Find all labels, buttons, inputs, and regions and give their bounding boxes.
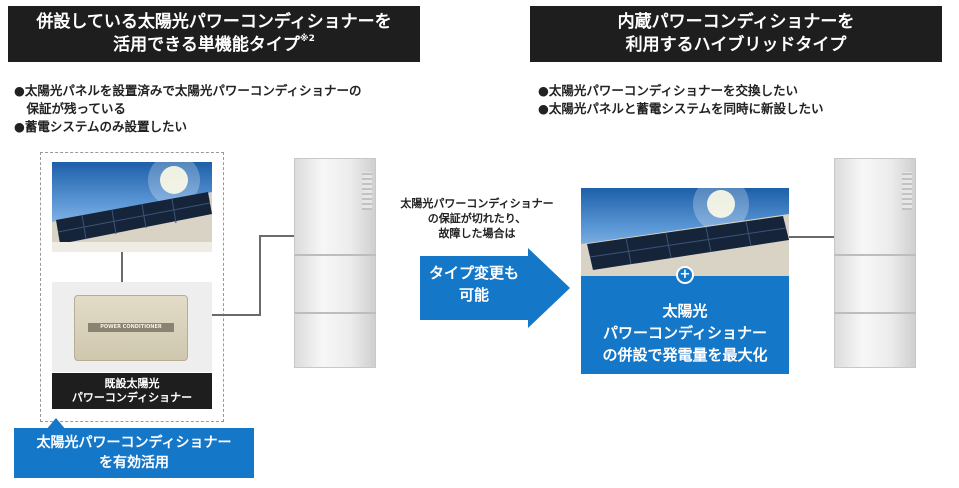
connector-line bbox=[121, 252, 123, 282]
left-bullet: ●太陽光パネルを設置済みで太陽光パワーコンディショナーの bbox=[14, 83, 362, 98]
left-bullet: 保証が残っている bbox=[14, 101, 126, 116]
unit-vent bbox=[902, 172, 912, 210]
benefit-line1: 太陽光 bbox=[662, 302, 708, 320]
solar-panel-photo bbox=[52, 162, 212, 252]
unit-seam bbox=[834, 312, 916, 314]
power-conditioner-unit: POWER CONDITIONER bbox=[74, 295, 188, 361]
right-bullet: ●太陽光パネルと蓄電システムを同時に新設したい bbox=[538, 101, 824, 116]
wiring-line bbox=[212, 235, 308, 316]
existing-pcs-label: 既設太陽光 パワーコンディショナー bbox=[52, 373, 212, 409]
solar-house-illustration bbox=[52, 162, 212, 252]
note-line1: 太陽光パワーコンディショナー bbox=[400, 197, 554, 210]
arrow-text-line2: 可能 bbox=[458, 286, 489, 304]
plus-icon: + bbox=[676, 266, 694, 284]
existing-pcs-label-line2: パワーコンディショナー bbox=[71, 391, 193, 404]
effective-use-callout: 太陽光パワーコンディショナー を有効活用 bbox=[14, 428, 254, 478]
left-header: 併設している太陽光パワーコンディショナーを 活用できる単機能タイプ※2 bbox=[8, 6, 420, 62]
benefit-line2: パワーコンディショナー bbox=[603, 324, 767, 342]
change-condition-note: 太陽光パワーコンディショナー の保証が切れたり、 故障した場合は bbox=[392, 196, 562, 241]
solar-house-illustration bbox=[581, 188, 789, 276]
note-line3: 故障した場合は bbox=[438, 227, 516, 240]
callout-pointer bbox=[46, 418, 66, 430]
note-line2: の保証が切れたり、 bbox=[427, 212, 527, 225]
unit-seam bbox=[294, 312, 376, 314]
connector-line-right bbox=[789, 236, 835, 238]
left-bullet: ●蓄電システムのみ設置したい bbox=[14, 119, 188, 134]
callout-line1: 太陽光パワーコンディショナー bbox=[36, 435, 232, 451]
unit-seam bbox=[294, 254, 376, 256]
benefit-line3: の併設で発電量を最大化 bbox=[602, 346, 768, 364]
right-header-line1: 内蔵パワーコンディショナーを bbox=[617, 12, 855, 32]
right-header-line2: 利用するハイブリッドタイプ bbox=[625, 35, 847, 55]
type-change-arrow bbox=[420, 248, 570, 328]
left-header-line1: 併設している太陽光パワーコンディショナーを bbox=[36, 12, 392, 32]
existing-equipment-group bbox=[40, 152, 224, 422]
right-bullets: ●太陽光パワーコンディショナーを交換したい ●太陽光パネルと蓄電システムを同時に… bbox=[538, 82, 824, 118]
pcs-nameplate: POWER CONDITIONER bbox=[88, 323, 174, 332]
right-header: 内蔵パワーコンディショナーを 利用するハイブリッドタイプ bbox=[530, 6, 942, 62]
unit-seam bbox=[834, 254, 916, 256]
solar-panel-photo-right bbox=[581, 188, 789, 276]
arrow-text: タイプ変更も 可能 bbox=[420, 262, 528, 306]
unit-vent bbox=[362, 172, 372, 210]
callout-line2: を有効活用 bbox=[99, 455, 169, 471]
left-bullets: ●太陽光パネルを設置済みで太陽光パワーコンディショナーの 保証が残っている ●蓄… bbox=[14, 82, 362, 136]
left-header-line2-wrap: 活用できる単機能タイプ※2 bbox=[8, 34, 420, 57]
left-header-line2: 活用できる単機能タイプ bbox=[113, 35, 300, 55]
right-bullet: ●太陽光パワーコンディショナーを交換したい bbox=[538, 83, 799, 98]
arrow-text-line1: タイプ変更も bbox=[428, 264, 519, 282]
benefit-box: 太陽光 パワーコンディショナー の併設で発電量を最大化 bbox=[581, 276, 789, 374]
left-header-note: ※2 bbox=[299, 34, 315, 44]
existing-pcs-label-line1: 既設太陽光 bbox=[104, 377, 160, 390]
plus-symbol: + bbox=[679, 267, 691, 282]
